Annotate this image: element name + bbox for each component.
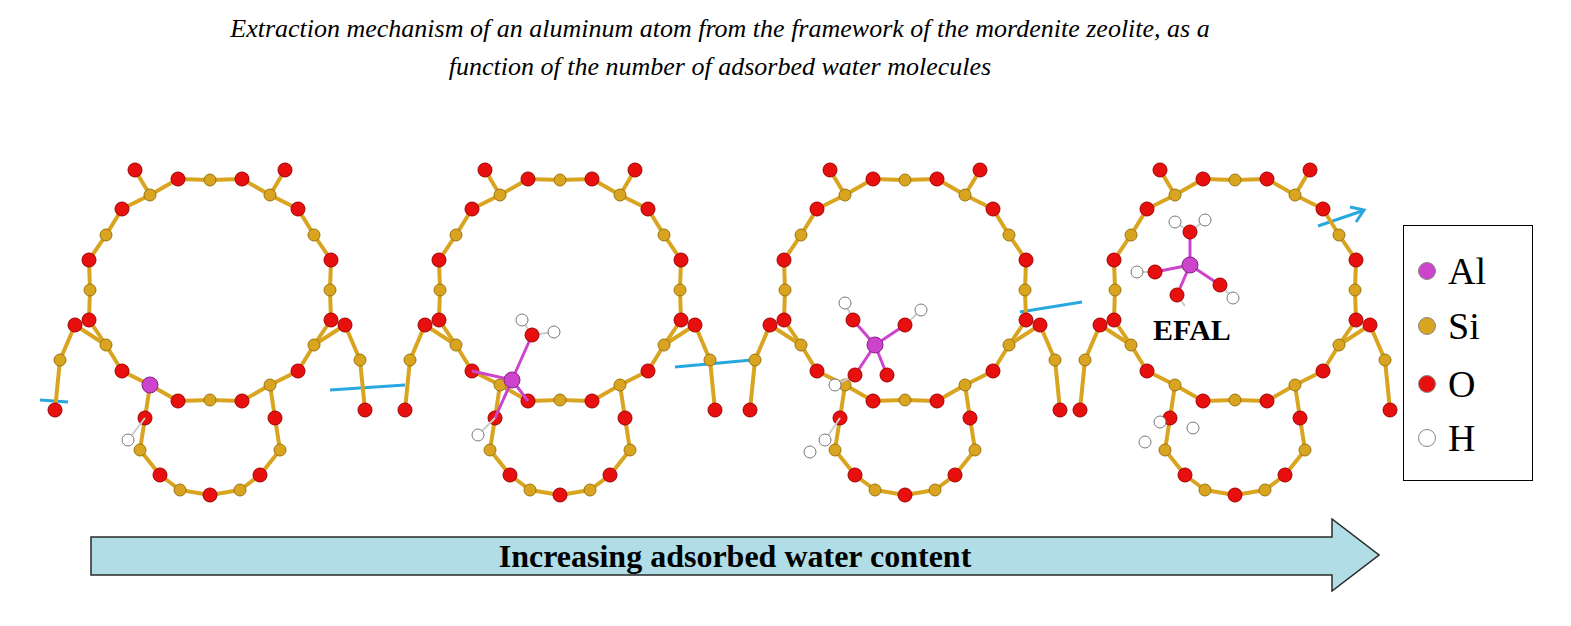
structure-panel [743, 163, 1067, 502]
legend-row: O [1418, 362, 1475, 406]
legend-swatch [1418, 375, 1436, 393]
legend-row: Al [1418, 249, 1486, 293]
structure-panel [48, 163, 372, 502]
legend-swatch [1418, 262, 1436, 280]
legend-swatch [1418, 429, 1436, 447]
legend-text: Si [1448, 304, 1480, 348]
legend-text: Al [1448, 249, 1486, 293]
reaction-path [40, 207, 1364, 402]
legend-text: H [1448, 416, 1475, 460]
legend-row: H [1418, 416, 1475, 460]
legend-text: O [1448, 362, 1475, 406]
title: Extraction mechanism of an aluminum atom… [200, 10, 1240, 86]
structure-panel [398, 163, 722, 502]
legend-row: Si [1418, 304, 1480, 348]
legend-box: AlSiOH [1403, 225, 1533, 481]
structure-label: EFAL [1153, 313, 1231, 347]
legend-swatch [1418, 317, 1436, 335]
arrow-band: Increasing adsorbed water content [90, 518, 1380, 592]
structure-panel [1073, 163, 1397, 502]
band-text: Increasing adsorbed water content [499, 538, 972, 575]
arrow-outline [91, 519, 1379, 591]
